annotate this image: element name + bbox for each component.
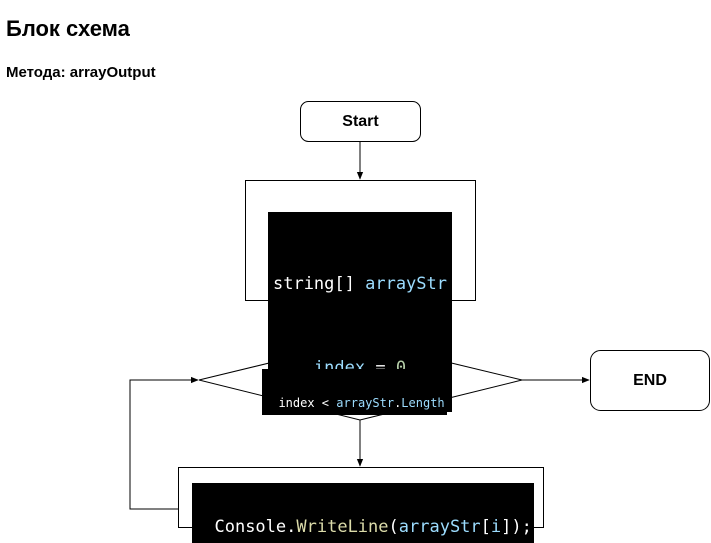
array-var-token: arrayStr [365, 274, 447, 294]
start-text: Start [342, 112, 379, 130]
close-paren-token: ); [511, 517, 532, 537]
cond-op-token: < [314, 396, 337, 410]
assign-op-token: = [365, 358, 396, 378]
start-terminal [300, 101, 421, 142]
zero-literal-token: 0 [395, 358, 407, 378]
open-bracket-token: [ [480, 517, 491, 537]
out-dot-token: . [286, 517, 297, 537]
end-label: END [591, 351, 709, 410]
close-bracket-token: ] [501, 517, 512, 537]
page-title: Блок схема [6, 16, 130, 41]
type-token: string[] [272, 274, 366, 294]
end-terminal [590, 350, 710, 411]
start-label: Start [301, 102, 420, 141]
cond-index-token: index [278, 396, 315, 410]
output-code: Console.WriteLine(arrayStr[i]); [192, 483, 534, 543]
out-array-token: arrayStr [398, 517, 481, 537]
condition-code: index < arrayStr.Length [262, 369, 447, 415]
declare-line-1: string[] arrayStr [270, 270, 450, 298]
writeline-token: WriteLine [296, 517, 389, 537]
end-text: END [633, 371, 667, 389]
open-paren-token: ( [388, 517, 399, 537]
cond-dot-token: . [394, 396, 402, 410]
out-index-token: i [490, 517, 502, 537]
method-subtitle: Метода: arrayOutput [6, 64, 156, 81]
cond-length-token: Length [401, 396, 445, 410]
console-token: Console [214, 517, 287, 537]
cond-array-token: arrayStr [336, 396, 395, 410]
arrow-output-loop-back [129, 376, 199, 510]
